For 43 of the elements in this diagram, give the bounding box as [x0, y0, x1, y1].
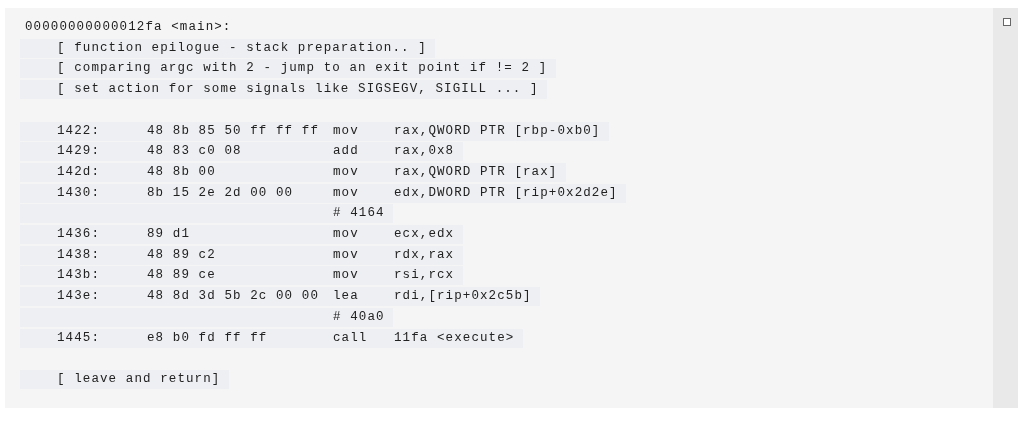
opcode-bytes-text: 48 8b 00	[147, 164, 216, 179]
opcode-bytes-text: 48 83 c0 08	[147, 144, 242, 159]
mnemonic-text: mov	[333, 227, 359, 241]
operand-text: rax,QWORD PTR [rbp-0xb0]	[394, 123, 601, 138]
mnemonic-text: mov	[333, 268, 359, 283]
operand-text: edx,DWORD PTR [rip+0x2d2e]	[394, 185, 618, 200]
address-text: 143b:	[57, 268, 100, 283]
comment-text: [ leave and return]	[57, 371, 221, 386]
address-text: 1445:	[57, 330, 100, 345]
operand-text: ecx,edx	[394, 227, 455, 241]
operand-text: rax,QWORD PTR [rax]	[394, 164, 558, 179]
mnemonic-text: lea	[333, 289, 359, 304]
comment-text: [ function epilogue - stack preparation.. ]	[57, 40, 427, 55]
opcode-bytes-text: 48 89 c2	[147, 247, 216, 262]
mnemonic-text: mov	[333, 247, 359, 262]
operand-text: rsi,rcx	[394, 268, 455, 283]
address-text: 143e:	[57, 289, 100, 304]
mnemonic-text: add	[333, 144, 359, 159]
comment-text: [ comparing argc with 2 - jump to an exit point if != 2 ]	[57, 61, 548, 76]
opcode-bytes-text: 48 8d 3d 5b 2c 00 00	[147, 289, 320, 304]
comment-text: # 4164	[333, 206, 385, 221]
function-header-text: 00000000000012fa <main>:	[25, 20, 232, 34]
address-text: 1438:	[57, 247, 100, 262]
operand-text: 11fa <execute>	[394, 330, 515, 345]
operand-text: rdx,rax	[394, 247, 455, 262]
operand-text: rdi,[rip+0x2c5b]	[394, 289, 532, 304]
opcode-bytes-text: 48 89 ce	[147, 268, 216, 283]
opcode-bytes-text: 8b 15 2e 2d 00 00	[147, 185, 294, 200]
address-text: 1422:	[57, 123, 100, 138]
address-text: 142d:	[57, 164, 100, 179]
address-text: 1429:	[57, 144, 100, 159]
address-text: 1430:	[57, 185, 100, 200]
opcode-bytes-text: 48 8b 85 50 ff ff ff	[147, 123, 320, 138]
comment-text: # 40a0	[333, 309, 385, 324]
opcode-bytes-text: e8 b0 fd ff ff	[147, 330, 268, 345]
opcode-bytes-text: 89 d1	[147, 227, 190, 241]
mnemonic-text: mov	[333, 123, 359, 138]
mnemonic-text: call	[333, 330, 368, 345]
address-text: 1436:	[57, 227, 100, 241]
mnemonic-text: mov	[333, 164, 359, 179]
comment-text: [ set action for some signals like SIGSEGV, SIGILL ... ]	[57, 82, 539, 97]
operand-text: rax,0x8	[394, 144, 455, 159]
mnemonic-text: mov	[333, 185, 359, 200]
